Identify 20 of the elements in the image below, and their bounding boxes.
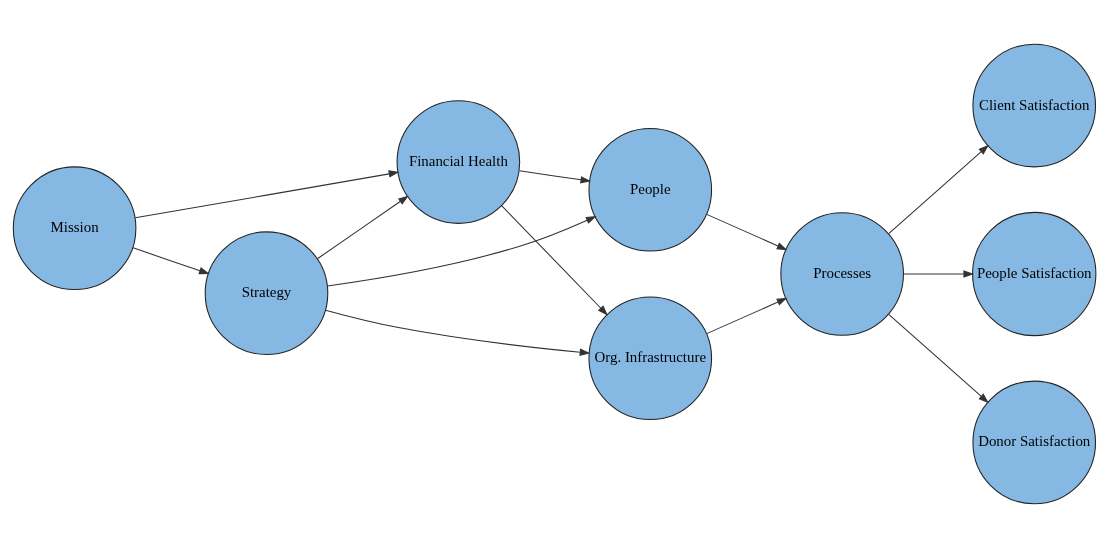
- node-circle: Client Satisfaction: [972, 43, 1097, 168]
- node-circle: People Satisfaction: [972, 211, 1097, 337]
- arrow: [706, 213, 788, 251]
- arrow: [888, 144, 989, 235]
- arrow: [518, 170, 592, 184]
- arrow: [501, 205, 608, 316]
- arrow: [888, 313, 989, 404]
- arrow: [316, 195, 409, 260]
- node-circle: Strategy: [204, 231, 329, 356]
- arrow: [706, 297, 788, 335]
- node-circle: Org. Infrastructure: [588, 296, 713, 421]
- arrow: [134, 170, 400, 219]
- arrow: [327, 216, 597, 287]
- node-circle: People: [588, 127, 713, 252]
- node-circle: Donor Satisfaction: [972, 380, 1097, 505]
- arrow: [903, 270, 975, 278]
- node-circle: Processes: [780, 212, 904, 336]
- node-circle: Mission: [12, 166, 137, 290]
- arrow: [132, 247, 210, 275]
- arrow: [325, 309, 591, 356]
